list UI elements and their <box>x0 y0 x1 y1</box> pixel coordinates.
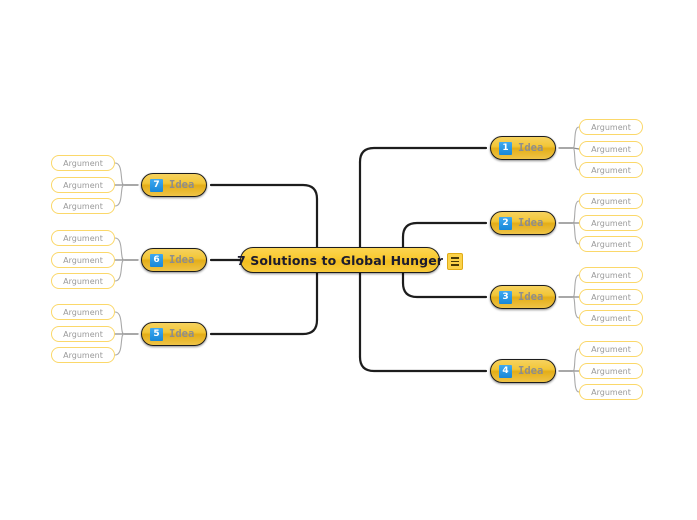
argument-node-label: Argument <box>63 180 103 190</box>
argument-node[interactable]: Argument <box>51 230 115 246</box>
argument-node-label: Argument <box>591 239 631 249</box>
idea-number-badge: 3 <box>499 290 512 304</box>
argument-node[interactable]: Argument <box>51 198 115 214</box>
argument-node-label: Argument <box>63 276 103 286</box>
argument-node-label: Argument <box>63 329 103 339</box>
argument-node[interactable]: Argument <box>579 119 643 135</box>
idea-node-1[interactable]: 1 Idea <box>490 136 556 160</box>
argument-node[interactable]: Argument <box>579 236 643 252</box>
idea-node-label: Idea <box>518 365 544 377</box>
argument-node-label: Argument <box>63 307 103 317</box>
idea-number-badge: 7 <box>150 178 163 192</box>
argument-node[interactable]: Argument <box>579 363 643 379</box>
argument-node-label: Argument <box>591 218 631 228</box>
idea-number-badge: 6 <box>150 253 163 267</box>
root-node-title: 7 Solutions to Global Hunger <box>236 252 444 268</box>
idea-node-label: Idea <box>518 291 544 303</box>
idea-node-5[interactable]: 5 Idea <box>141 322 207 346</box>
argument-node[interactable]: Argument <box>51 155 115 171</box>
argument-node[interactable]: Argument <box>51 177 115 193</box>
argument-node-label: Argument <box>63 158 103 168</box>
idea-node-label: Idea <box>169 179 195 191</box>
idea-node-3[interactable]: 3 Idea <box>490 285 556 309</box>
argument-node[interactable]: Argument <box>51 326 115 342</box>
argument-node-label: Argument <box>591 270 631 280</box>
root-node[interactable]: 7 Solutions to Global Hunger <box>236 247 444 273</box>
argument-node[interactable]: Argument <box>51 273 115 289</box>
idea-node-label: Idea <box>518 142 544 154</box>
argument-node-label: Argument <box>591 313 631 323</box>
argument-node[interactable]: Argument <box>51 347 115 363</box>
argument-node[interactable]: Argument <box>579 162 643 178</box>
idea-number-badge: 1 <box>499 141 512 155</box>
argument-node-label: Argument <box>591 387 631 397</box>
argument-node[interactable]: Argument <box>51 252 115 268</box>
argument-node-label: Argument <box>591 165 631 175</box>
argument-node[interactable]: Argument <box>579 267 643 283</box>
argument-node[interactable]: Argument <box>579 193 643 209</box>
argument-node-label: Argument <box>63 233 103 243</box>
argument-node[interactable]: Argument <box>579 141 643 157</box>
argument-node-label: Argument <box>591 292 631 302</box>
idea-node-4[interactable]: 4 Idea <box>490 359 556 383</box>
argument-node-label: Argument <box>63 201 103 211</box>
idea-number-badge: 5 <box>150 327 163 341</box>
argument-node-label: Argument <box>63 350 103 360</box>
idea-node-2[interactable]: 2 Idea <box>490 211 556 235</box>
idea-node-label: Idea <box>169 254 195 266</box>
argument-node-label: Argument <box>591 196 631 206</box>
idea-node-6[interactable]: 6 Idea <box>141 248 207 272</box>
argument-node[interactable]: Argument <box>579 215 643 231</box>
argument-node[interactable]: Argument <box>51 304 115 320</box>
hamburger-menu-icon[interactable] <box>447 253 463 270</box>
argument-node[interactable]: Argument <box>579 341 643 357</box>
argument-node-label: Argument <box>591 344 631 354</box>
idea-node-label: Idea <box>518 217 544 229</box>
idea-node-7[interactable]: 7 Idea <box>141 173 207 197</box>
idea-number-badge: 4 <box>499 364 512 378</box>
idea-number-badge: 2 <box>499 216 512 230</box>
argument-node[interactable]: Argument <box>579 384 643 400</box>
argument-node[interactable]: Argument <box>579 289 643 305</box>
argument-node-label: Argument <box>63 255 103 265</box>
argument-node[interactable]: Argument <box>579 310 643 326</box>
argument-node-label: Argument <box>591 144 631 154</box>
argument-node-label: Argument <box>591 366 631 376</box>
argument-node-label: Argument <box>591 122 631 132</box>
idea-node-label: Idea <box>169 328 195 340</box>
